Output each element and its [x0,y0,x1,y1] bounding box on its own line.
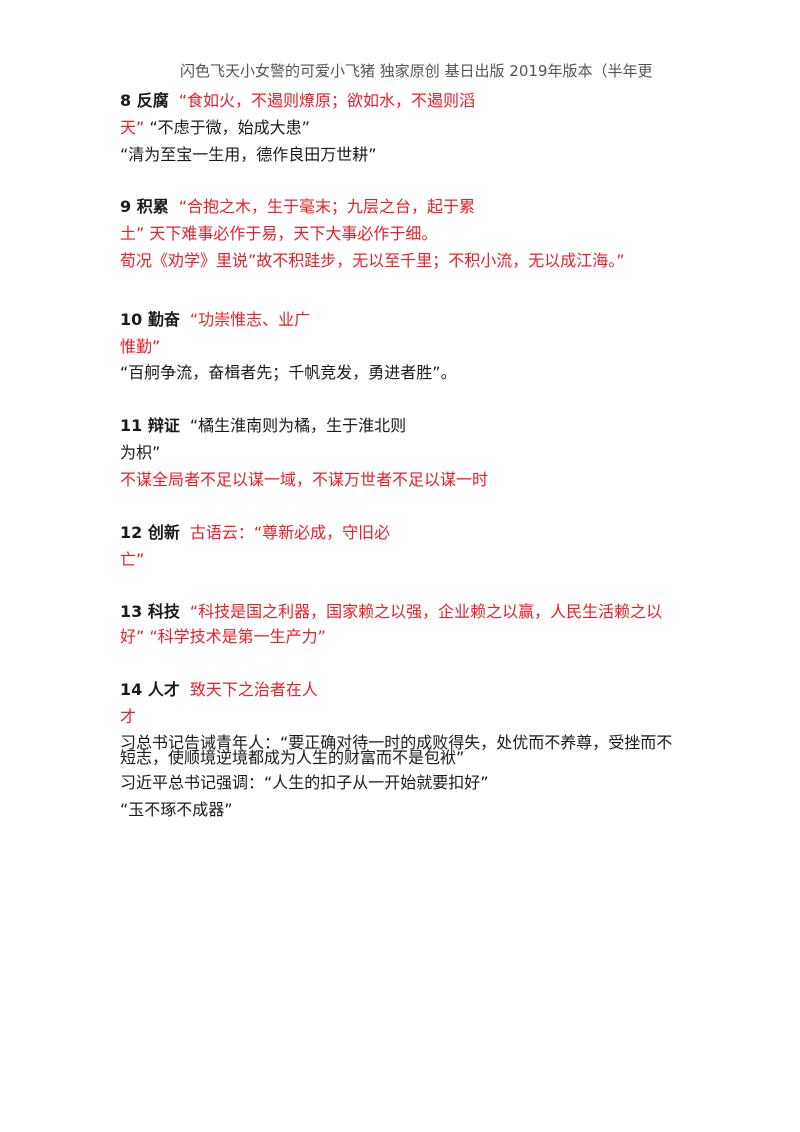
section-13-quote-1: “科技是国之利器，国家赖之以强，企业赖之以赢，人民生活赖之以 [189,602,663,621]
section-14-quote-2-part-2: 短志，使顺境逆境都成为人生的财富而不是包袱” [120,748,465,767]
section-8-line-1: 8 反腐 “食如火，不遏则燎原；欲如水，不遏则滔 [120,90,475,112]
section-12-line-1: 12 创新古语云：“尊新必成，守旧必 [120,522,390,544]
section-8-quote-3: “清为至宝一生用，德作良田万世耕” [120,145,377,164]
section-10-line-3: “百舸争流，奋楫者先；千帆竞发，勇进者胜”。 [120,362,457,384]
section-11-line-3: 不谋全局者不足以谋一域，不谋万世者不足以谋一时 [120,469,488,491]
section-8-heading: 8 反腐 [120,91,169,110]
section-13-quote-2: “科学技术是第一生产力” [144,627,326,646]
section-10-heading: 10 勤奋 [120,310,180,329]
section-11-quote-2: 不谋全局者不足以谋一域，不谋万世者不足以谋一时 [120,470,489,489]
section-13-line-2: 好” “科学技术是第一生产力” [120,626,326,648]
section-14-line-5: “玉不琢不成器” [120,799,233,821]
section-9-line-3: 荀况《劝学》里说”故不积跬步，无以至千里；不积小流，无以成江海。” [120,250,625,272]
section-14-line-4: 习近平总书记强调：“人生的扣子从一开始就要扣好” [120,772,489,794]
section-8-line-2: 天” “不虑于微，始成大患” [120,117,310,139]
section-11-quote-1-end: 为枳” [120,443,161,462]
section-11-quote-1: “橘生淮南则为橘，生于淮北则 [189,416,407,435]
section-8-quote-2: “不虑于微，始成大患” [144,118,310,137]
section-14-quote-1: 致天下之治者在人 [189,680,318,699]
section-12-line-2: 亡” [120,549,144,571]
section-8-quote-1-end: 天” [120,118,145,137]
section-14-line-3a: 习总书记告诫青年人：“要正确对待一时的成败得失，处优而不养尊，受挫而不 [120,732,672,754]
section-12-quote-1: 古语云：“尊新必成，守旧必 [189,523,391,542]
section-9-heading: 9 积累 [120,197,169,216]
section-11-line-1: 11 辩证 “橘生淮南则为橘，生于淮北则 [120,415,406,437]
section-14-quote-4: “玉不琢不成器” [120,800,233,819]
section-9-quote-1: “合抱之木，生于毫末；九层之台，起于累 [178,197,476,216]
section-14-line-1: 14 人才致天下之治者在人 [120,679,318,701]
section-13-line-1: 13 科技 “科技是国之利器，国家赖之以强，企业赖之以赢，人民生活赖之以 [120,601,662,623]
section-12-quote-1-end: 亡” [120,550,145,569]
section-9-quote-1-end: 土” [120,224,145,243]
section-9-quote-3: 荀况《劝学》里说”故不积跬步，无以至千里；不积小流，无以成江海。” [120,251,625,270]
section-12-heading: 12 创新 [120,523,180,542]
section-10-quote-1-end: 惟勤” [120,337,161,356]
section-10-line-2: 惟勤” [120,336,160,358]
section-13-heading: 13 科技 [120,602,180,621]
section-9-quote-2: 天下难事必作于易，天下大事必作于细。 [144,224,438,243]
section-8-quote-1: “食如火，不遏则燎原；欲如水，不遏则滔 [178,91,476,110]
section-10-line-1: 10 勤奋 “功崇惟志、业广 [120,309,310,331]
section-11-line-2: 为枳” [120,442,160,464]
section-14-heading: 14 人才 [120,680,180,699]
section-10-quote-1: “功崇惟志、业广 [189,310,311,329]
section-9-line-1: 9 积累 “合抱之木，生于毫末；九层之台，起于累 [120,196,475,218]
section-8-line-3: “清为至宝一生用，德作良田万世耕” [120,144,377,166]
section-14-quote-3: 习近平总书记强调：“人生的扣子从一开始就要扣好” [120,773,489,792]
section-10-quote-2: “百舸争流，奋楫者先；千帆竞发，勇进者胜”。 [120,363,457,382]
section-9-line-2: 土” 天下难事必作于易，天下大事必作于细。 [120,223,437,245]
section-14-line-2: 才 [120,706,136,728]
section-13-quote-1-end: 好” [120,627,145,646]
page-header-text: 闪色飞天小女警的可爱小飞猪 独家原创 基日出版 2019年版本（半年更 [180,62,653,80]
section-14-line-3b: 短志，使顺境逆境都成为人生的财富而不是包袱” [120,747,464,769]
section-14-quote-1-end: 才 [120,707,137,726]
section-14-quote-2-part-1: 习总书记告诫青年人：“要正确对待一时的成败得失，处优而不养尊，受挫而不 [120,733,673,752]
section-11-heading: 11 辩证 [120,416,180,435]
